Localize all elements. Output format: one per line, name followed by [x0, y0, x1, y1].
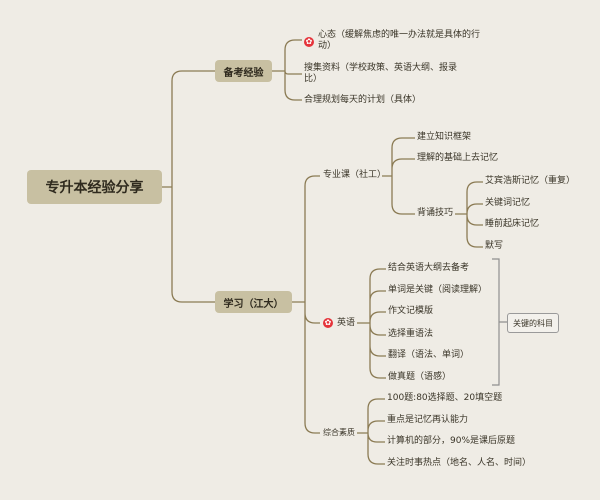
- star-marker-icon: ✿: [323, 318, 333, 328]
- topic-general[interactable]: 综合素质: [323, 428, 355, 437]
- topic-general-item[interactable]: 关注时事热点（地名、人名、时间）: [387, 458, 532, 468]
- topic-english[interactable]: 英语: [337, 318, 356, 328]
- topic-english-item[interactable]: 单词是关键（阅读理解）: [388, 285, 488, 295]
- topic-english-item[interactable]: 翻译（语法、单词）: [388, 350, 470, 360]
- topic-collect-info[interactable]: 搜集资料（学校政策、英语大纲、报录比）: [304, 63, 457, 85]
- topic-major[interactable]: 专业课（社工）: [323, 170, 387, 180]
- topic-tip[interactable]: 关键词记忆: [485, 198, 531, 208]
- topic-tip[interactable]: 默写: [485, 241, 504, 251]
- branch-connectors: [162, 39, 483, 465]
- summary-label[interactable]: 关键的科目: [507, 313, 559, 333]
- topic-mindset[interactable]: 心态（缓解焦虑的唯一办法就是具体的行动）: [318, 30, 480, 52]
- topic-general-item[interactable]: 重点是记忆再认能力: [387, 415, 469, 425]
- summary-bracket: [492, 258, 507, 386]
- topic-recite-skills[interactable]: 背诵技巧: [417, 208, 454, 218]
- topic-text: 搜集资料（学校政策、英语大纲、报录: [304, 63, 458, 73]
- topic-prep-experience[interactable]: 备考经验: [215, 60, 272, 82]
- topic-major-item[interactable]: 建立知识框架: [417, 132, 472, 142]
- topic-major-item[interactable]: 理解的基础上去记忆: [417, 153, 499, 163]
- topic-general-item[interactable]: 100题:80选择题、20填空题: [387, 393, 503, 403]
- central-topic[interactable]: 专升本经验分享: [27, 170, 162, 204]
- topic-english-item[interactable]: 选择重语法: [388, 329, 434, 339]
- topic-english-item[interactable]: 结合英语大纲去备考: [388, 263, 470, 273]
- topic-english-item[interactable]: 做真题（语感）: [388, 372, 452, 382]
- topic-english-item[interactable]: 作文记模版: [388, 306, 434, 316]
- topic-text: 比）: [304, 74, 323, 84]
- star-marker-icon: ✿: [304, 37, 314, 47]
- topic-tip[interactable]: 艾宾浩斯记忆（重复）: [485, 176, 576, 186]
- topic-tip[interactable]: 睡前起床记忆: [485, 219, 540, 229]
- topic-plan[interactable]: 合理规划每天的计划（具体）: [304, 95, 422, 105]
- topic-study[interactable]: 学习（江大）: [215, 291, 292, 313]
- topic-general-item[interactable]: 计算机的部分，90%是课后原题: [387, 436, 516, 446]
- topic-text: 心态（缓解焦虑的唯一办法就是具体的行: [318, 30, 481, 40]
- topic-text: 动）: [318, 41, 337, 51]
